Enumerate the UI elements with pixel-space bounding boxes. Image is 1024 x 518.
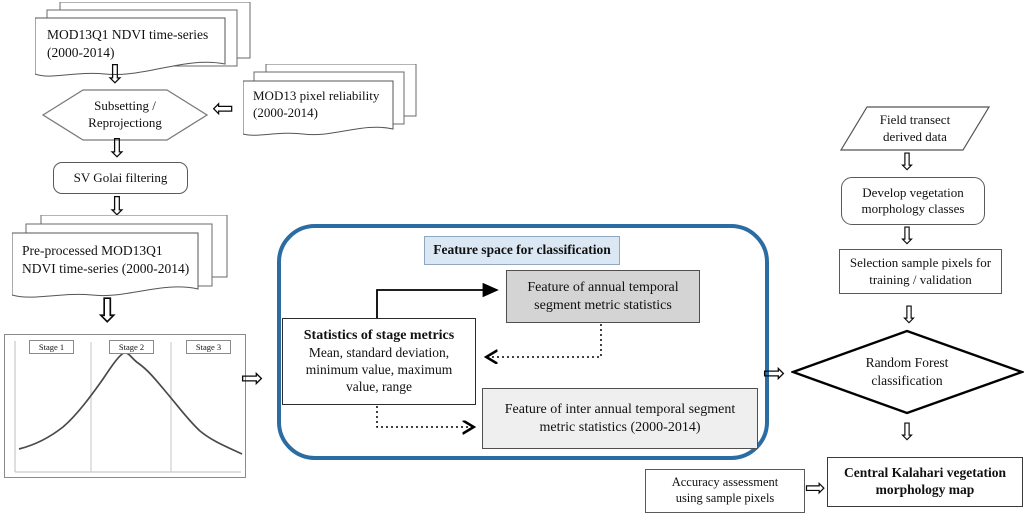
selection-pixels-box: Selection sample pixels for training / v… xyxy=(839,249,1002,294)
feature-inter-annual-label: Feature of inter annual temporal segment… xyxy=(504,402,736,435)
down-arrow-icon: ⇩ xyxy=(104,60,126,90)
parallelogram-shape xyxy=(840,106,990,151)
develop-classes-label: Develop vegetation morphology classes xyxy=(861,184,965,216)
preprocessed-doc-label: Pre-processed MOD13Q1 NDVI time-series (… xyxy=(22,243,190,276)
field-transect-label: Field transect derived data xyxy=(879,111,951,144)
sv-golai-filtering-box: SV Golai filtering xyxy=(53,162,188,194)
develop-classes-box: Develop vegetation morphology classes xyxy=(841,177,985,225)
down-arrow-icon: ⇩ xyxy=(106,134,128,164)
feature-annual-label: Feature of annual temporal segment metri… xyxy=(527,280,679,313)
right-arrow-icon: ⇨ xyxy=(763,358,786,389)
preprocessed-doc-stack: Pre-processed MOD13Q1 NDVI time-series (… xyxy=(12,215,234,309)
stage-metrics-stats-title: Statistics of stage metrics xyxy=(303,328,455,344)
document-stack-shape xyxy=(243,64,417,136)
down-arrow-icon: ⇩ xyxy=(93,291,122,331)
final-map-label: Central Kalahari vegetation morphology m… xyxy=(844,465,1006,497)
left-arrow-icon: ⇦ xyxy=(212,94,234,124)
random-forest-label: Random Forest classification xyxy=(865,355,949,388)
mod13q1-doc-label: MOD13Q1 NDVI time-series (2000-2014) xyxy=(47,27,209,60)
right-arrow-icon: ⇨ xyxy=(805,473,826,502)
accuracy-assessment-label: Accuracy assessment using sample pixels xyxy=(671,475,779,505)
feature-space-title: Feature space for classification xyxy=(433,242,611,258)
diamond-shape xyxy=(791,329,1024,415)
ndvi-curve-plot xyxy=(14,341,243,473)
final-map-box: Central Kalahari vegetation morphology m… xyxy=(827,457,1023,507)
hexagon-shape xyxy=(42,89,208,141)
subsetting-hexagon: Subsetting / Reprojectiong xyxy=(42,89,208,141)
stage2-label: Stage 2 xyxy=(109,340,154,354)
sv-golai-filtering-label: SV Golai filtering xyxy=(73,169,168,185)
stage3-label: Stage 3 xyxy=(186,340,231,354)
document-stack-shape xyxy=(12,215,228,298)
feature-inter-annual-box: Feature of inter annual temporal segment… xyxy=(482,388,758,449)
down-arrow-icon: ⇩ xyxy=(899,301,920,329)
stage1-label: Stage 1 xyxy=(29,340,74,354)
random-forest-diamond: Random Forest classification xyxy=(791,329,1024,415)
document-stack-shape xyxy=(35,2,251,77)
stage-metrics-stats-body: Mean, standard deviation, minimum value,… xyxy=(305,344,453,394)
pixel-reliability-doc-label: MOD13 pixel reliability (2000-2014) xyxy=(253,88,380,120)
down-arrow-icon: ⇩ xyxy=(897,148,918,176)
field-transect-parallelogram: Field transect derived data xyxy=(840,106,990,151)
down-arrow-icon: ⇩ xyxy=(897,222,918,250)
mod13q1-doc-stack: MOD13Q1 NDVI time-series (2000-2014) xyxy=(35,2,251,88)
feature-space-container xyxy=(277,224,769,460)
feature-annual-box: Feature of annual temporal segment metri… xyxy=(506,270,700,323)
right-arrow-icon: ⇨ xyxy=(241,363,264,394)
ndvi-stage-chart: Stage 1 Stage 2 Stage 3 xyxy=(4,334,246,478)
stage-metrics-stats-box: Statistics of stage metrics Mean, standa… xyxy=(282,318,476,405)
pixel-reliability-doc-stack: MOD13 pixel reliability (2000-2014) xyxy=(243,64,419,150)
selection-pixels-label: Selection sample pixels for training / v… xyxy=(849,255,992,287)
down-arrow-icon: ⇩ xyxy=(106,192,128,222)
down-arrow-icon: ⇩ xyxy=(897,418,918,446)
accuracy-assessment-box: Accuracy assessment using sample pixels xyxy=(645,469,805,513)
subsetting-hexagon-label: Subsetting / Reprojectiong xyxy=(88,98,162,130)
feature-space-title-box: Feature space for classification xyxy=(424,236,620,265)
